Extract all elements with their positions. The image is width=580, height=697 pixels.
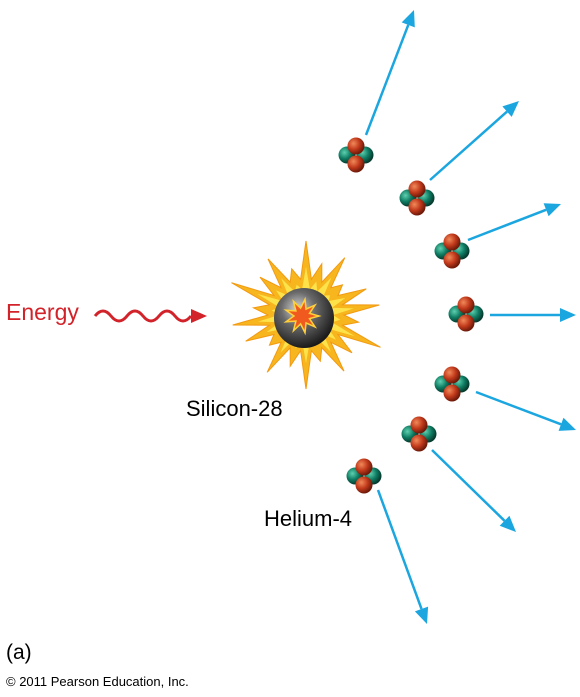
silicon-28-label: Silicon-28 [186,396,283,421]
outgoing-arrow-icon [364,10,415,136]
silicon-nucleus [274,288,334,348]
proton [410,434,428,452]
proton [443,233,461,251]
proton [457,296,475,314]
proton [410,416,428,434]
alpha-particle-icon [434,366,470,402]
alpha-particle-icon [338,137,374,173]
wavy-arrow-icon [93,309,193,323]
alpha-particle-icon [448,296,484,332]
alpha-particle-icon [399,180,435,216]
copyright-notice: © 2011 Pearson Education, Inc. [6,674,189,689]
helium-4-label: Helium-4 [264,506,353,531]
proton [355,476,373,494]
proton [443,366,461,384]
outgoing-arrow-icon [467,203,561,242]
alpha-particle-icon [346,458,382,494]
alpha-particle-icon [401,416,437,452]
panel-label: (a) [6,641,32,664]
outgoing-arrows [364,10,576,624]
proton [457,314,475,332]
outgoing-arrow-icon [376,489,429,624]
proton [355,458,373,476]
proton [408,180,426,198]
outgoing-arrow-icon [431,449,516,532]
outgoing-arrow-icon [475,390,576,431]
proton [443,251,461,269]
alpha-particle-icon [434,233,470,269]
helium-nuclei [338,137,484,494]
outgoing-arrow-icon [429,101,519,181]
core-star-icon [283,296,322,336]
energy-wave-arrow [93,309,207,323]
proton [408,198,426,216]
proton [347,155,365,173]
outgoing-arrow-icon [490,308,576,322]
proton [443,384,461,402]
energy-label: Energy [6,299,79,325]
proton [347,137,365,155]
wavy-arrowhead [191,309,207,323]
